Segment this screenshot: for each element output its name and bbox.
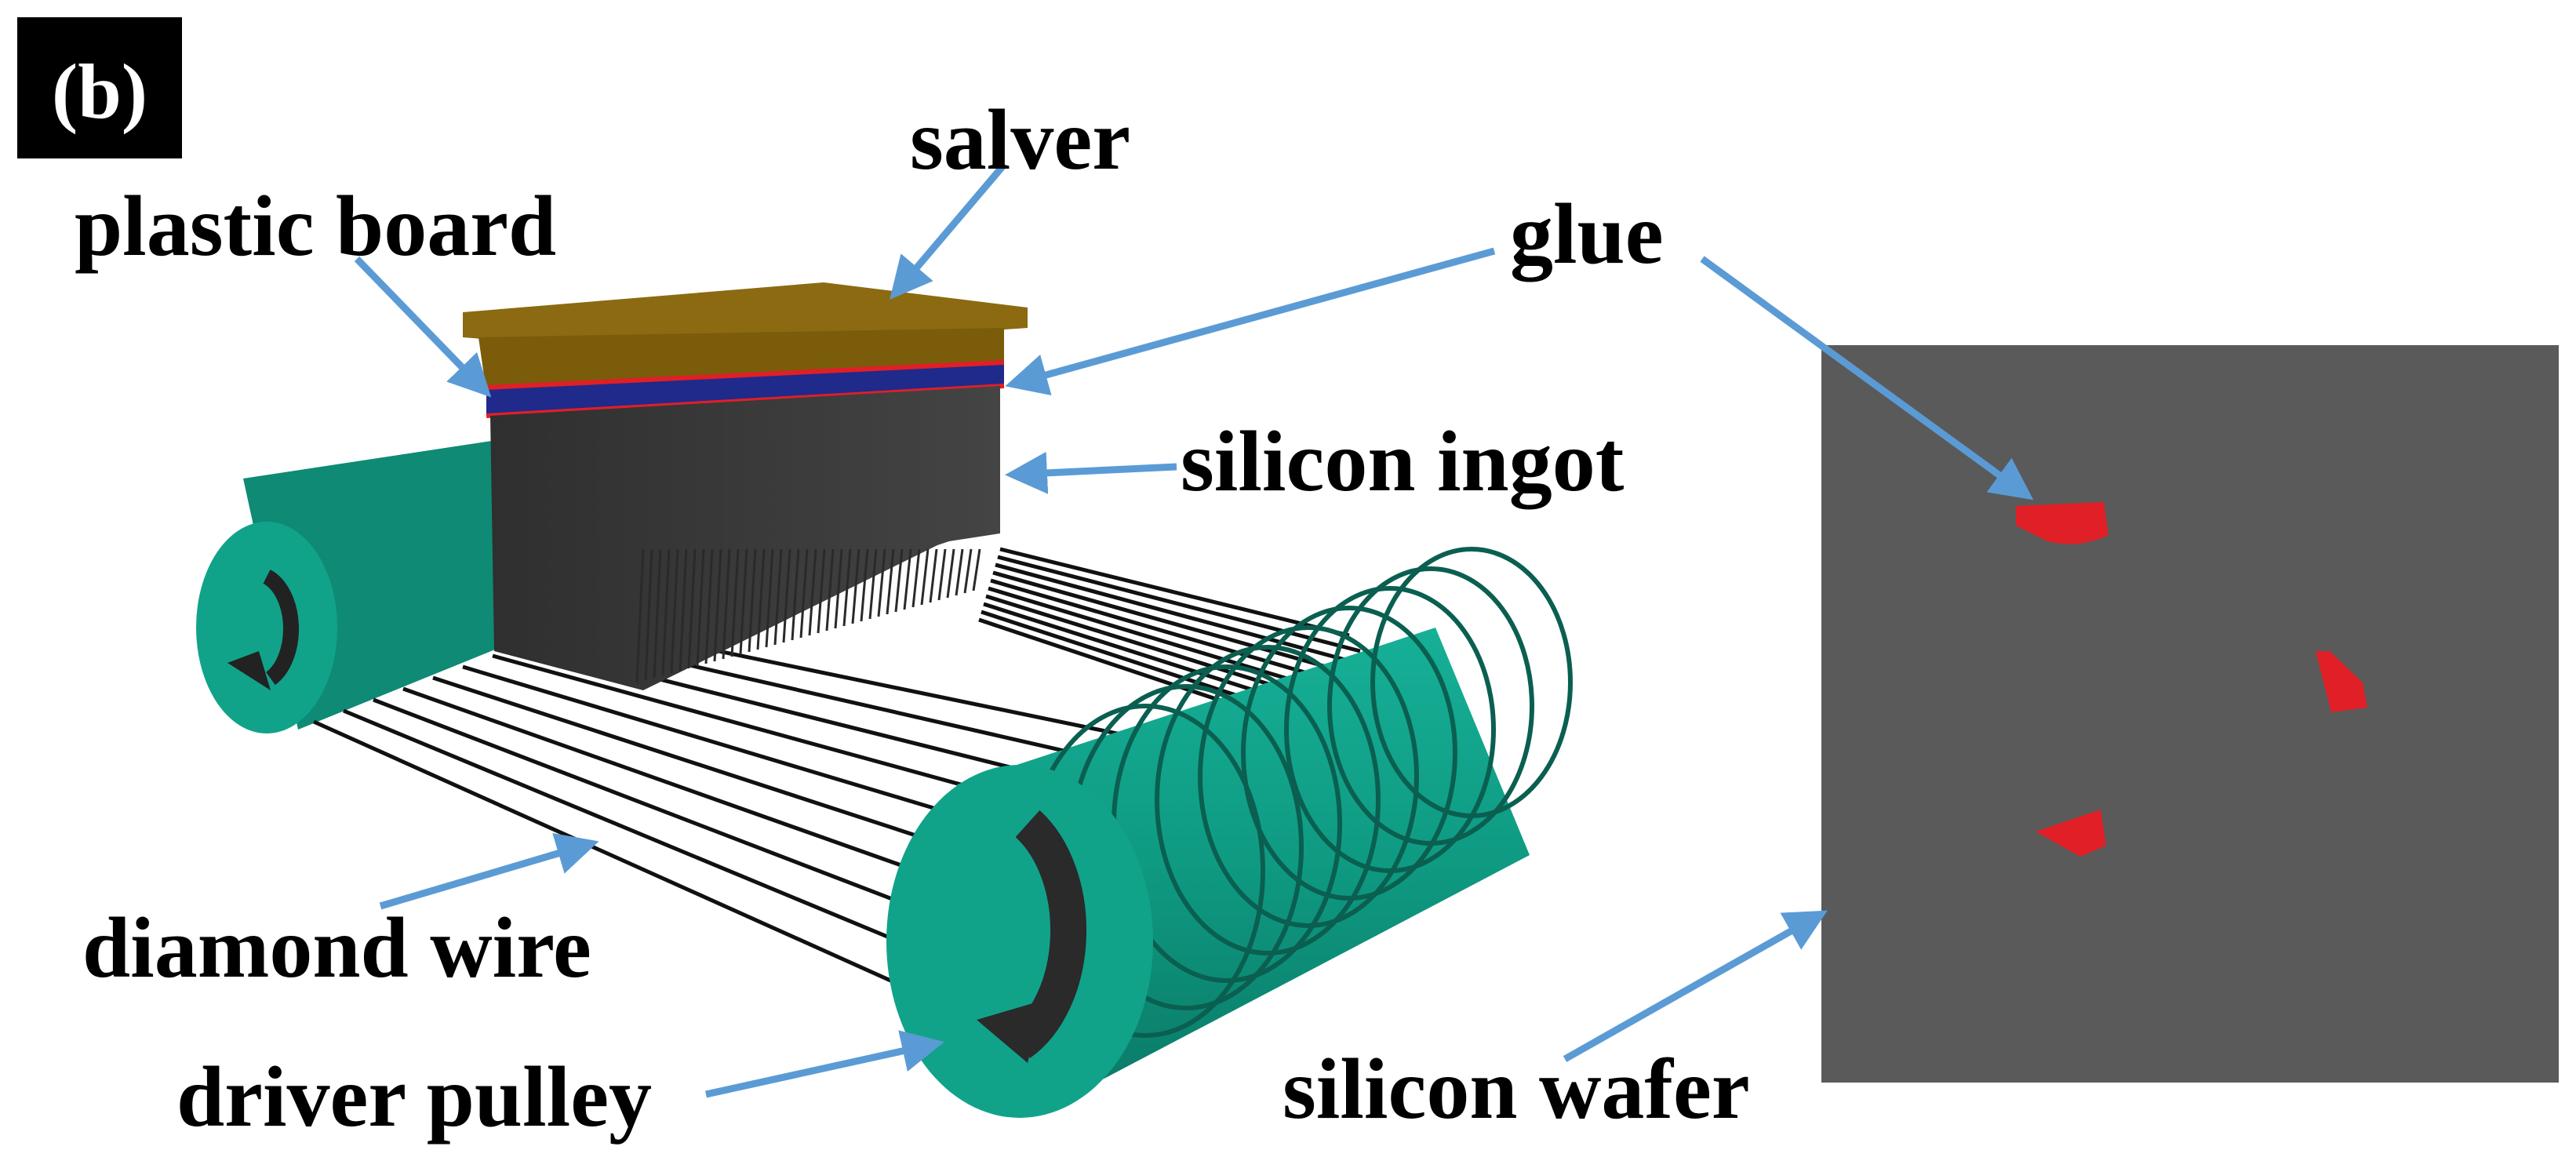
silicon-wafer-view: [1821, 345, 2559, 1083]
label-glue: glue: [1510, 186, 1664, 282]
ingot-slice-line: [748, 548, 757, 653]
arrow-salver: [890, 162, 1007, 300]
ingot-slice-lines: [635, 548, 981, 683]
ingot-slice-line: [765, 548, 774, 648]
pulley-groove: [1155, 645, 1381, 955]
ingot-slice-line: [661, 548, 671, 676]
salver-body: [478, 328, 1004, 392]
ingot-slice-line: [713, 548, 722, 662]
pulley-groove: [1327, 566, 1534, 846]
arrow-glue-wafer: [1700, 256, 2034, 500]
back-pulley-face: [196, 522, 337, 733]
ingot-slice-line: [696, 548, 705, 667]
label-silicon-ingot: silicon ingot: [1181, 413, 1625, 509]
arrow-plastic-board: [354, 256, 492, 398]
ingot-slice-line: [773, 548, 783, 646]
ingot-slice-line: [739, 548, 748, 655]
label-driver-pulley: driver pulley: [176, 1049, 652, 1145]
panel-tag-text: (b): [52, 48, 147, 135]
silicon-ingot-body: [490, 386, 1000, 690]
label-plastic-board: plastic board: [75, 178, 556, 274]
leader-arrows: [354, 162, 2034, 1098]
ingot-slice-line: [756, 548, 766, 650]
driver-pulley-rotation-arrowhead: [977, 1000, 1043, 1063]
ingot-slice-line: [704, 548, 714, 664]
ingot-assembly: [463, 282, 1028, 690]
arrow-silicon-ingot: [1005, 451, 1177, 494]
panel-tag: (b): [17, 17, 182, 158]
silicon-wafer: [1821, 345, 2559, 1083]
ingot-slice-line: [937, 548, 947, 601]
ingot-slice-line: [687, 548, 697, 669]
glue-spot-1: [2016, 502, 2108, 544]
ingot-slice-line: [963, 548, 973, 594]
plastic-board-layer: [486, 362, 1004, 416]
pulley-groove: [1241, 606, 1457, 901]
panel-tag-background: [17, 17, 182, 158]
diamond-wire-strand: [312, 719, 927, 999]
ingot-slice-line: [903, 548, 912, 610]
ingot-slice-line: [670, 548, 679, 674]
label-diamond-wire: diamond wire: [82, 900, 591, 995]
labels: salver plastic board glue silicon ingot …: [75, 92, 1750, 1145]
diamond-wire-strand: [997, 555, 1361, 653]
ingot-slice-line: [653, 548, 662, 679]
driver-pulley-rotation-arrow: [1009, 810, 1087, 1058]
ingot-slice-line: [817, 548, 826, 634]
ingot-slice-line: [808, 548, 817, 636]
pulley-groove: [1284, 586, 1496, 873]
pulley-groove: [1370, 547, 1573, 818]
arrow-diamond-wire: [379, 832, 599, 910]
back-pulley: [196, 439, 549, 733]
ingot-slice-line: [730, 548, 740, 657]
ingot-slice-line: [799, 548, 809, 639]
ingot-slice-line: [679, 548, 688, 671]
arrow-driver-pulley: [705, 1030, 944, 1098]
driver-pulley-face: [886, 765, 1153, 1118]
ingot-slice-line: [955, 548, 964, 596]
back-pulley-rotation-arrow: [262, 570, 299, 686]
ingot-slice-line: [886, 548, 895, 615]
ingot-slice-line: [877, 548, 886, 617]
ingot-slice-line: [972, 548, 981, 591]
ingot-slice-line: [920, 548, 930, 606]
ingot-slice-line: [894, 548, 904, 613]
label-salver: salver: [910, 92, 1130, 187]
driver-pulley: [886, 547, 1573, 1118]
ingot-slice-line: [722, 548, 731, 660]
ingot-slice-line: [791, 548, 800, 641]
arrow-glue-board: [1005, 247, 1496, 396]
pulley-groove: [1198, 625, 1419, 928]
ingot-slice-line: [860, 548, 869, 622]
glue-spot-3: [2036, 810, 2106, 857]
back-pulley-rotation-arrowhead: [227, 651, 271, 690]
ingot-slice-line: [834, 548, 843, 629]
ingot-slice-line: [851, 548, 860, 624]
glue-line-top: [486, 360, 1005, 390]
ingot-slice-line: [842, 548, 852, 627]
arrow-silicon-wafer: [1563, 910, 1828, 1062]
ingot-slice-line: [635, 548, 645, 683]
diamond-wire-strand: [999, 547, 1350, 638]
ingot-slice-line: [782, 548, 791, 643]
ingot-slice-line: [868, 548, 878, 620]
diamond-wire-strand: [343, 708, 975, 975]
ingot-slice-line: [825, 548, 835, 631]
ingot-slice-line: [644, 548, 653, 681]
ingot-slice-line: [946, 548, 955, 599]
diamond-wire-strand: [995, 562, 1372, 669]
glue-spot-2: [2316, 651, 2367, 712]
ingot-slice-line: [911, 548, 921, 608]
ingot-slice-line: [929, 548, 938, 603]
label-silicon-wafer: silicon wafer: [1283, 1041, 1750, 1137]
